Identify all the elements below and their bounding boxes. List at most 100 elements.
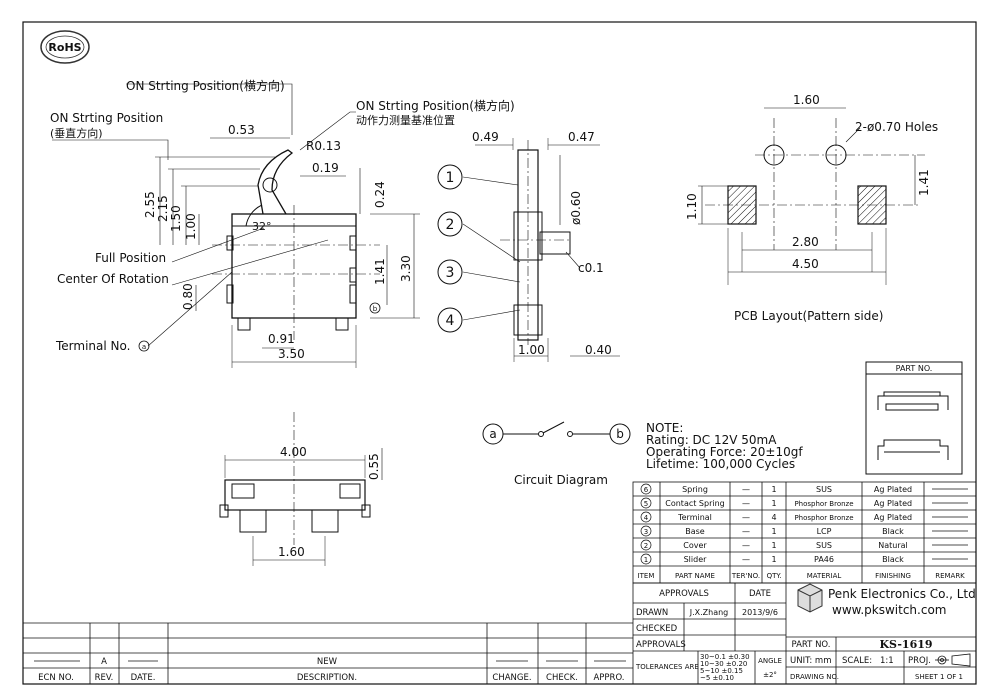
svg-text:1: 1 [771,555,776,564]
company-logo [797,583,823,613]
dim-049: 0.49 [472,130,499,144]
svg-text:—: — [742,513,750,522]
dim-060: ø0.60 [569,191,583,225]
tb-tolerances-label: TOLERANCES ARE [635,663,699,671]
title-block-grid [632,582,977,685]
svg-text:1: 1 [771,527,776,536]
tb-drawing-no-label: DRAWING NO. [790,673,839,681]
svg-text:TER'NO.: TER'NO. [731,572,760,580]
side-view-dims: ON Strting Position(横方向) ON Strting Posi… [50,78,515,361]
tb-part-no: KS-1619 [879,638,932,651]
dim-100-front: 1.00 [518,343,545,357]
dim-pcb-110: 1.10 [685,193,699,220]
front-view-labels: 1 2 3 4 0.49 0.47 ø0.60 c0.1 1.00 0.40 [446,130,612,357]
pcb-caption: PCB Layout(Pattern side) [734,309,883,323]
dim-053: 0.53 [228,123,255,137]
balloon-4: 4 [446,313,455,329]
company-name: Penk Electronics Co., Ltd [828,587,976,601]
dim-080: 0.80 [181,283,195,310]
svg-text:ITEM: ITEM [638,572,655,580]
svg-text:PA46: PA46 [814,555,834,564]
tb-approvals-header: APPROVALS [659,589,709,599]
bom-row-2: 2 Cover — 1 SUS Natural [640,539,968,551]
projection-symbol-icon [935,653,971,667]
dim-141: 1.41 [373,258,387,285]
circuit-b: b [616,427,624,441]
rev-description: NEW [317,657,338,667]
balloon-3: 3 [446,265,455,281]
bom-row-3: 3 Base — 1 LCP Black [640,525,968,537]
tb-drawn-by: J.X.Zhang [689,608,729,617]
dim-pcb-280: 2.80 [792,235,819,249]
dim-215: 2.15 [156,195,170,222]
svg-text:REMARK: REMARK [935,572,965,580]
bom-row-1: 1 Slider — 1 PA46 Black [640,553,968,565]
dim-055: 0.55 [367,453,381,480]
pcb-layout [698,107,925,285]
dim-r013: R0.13 [306,139,341,153]
tb-part-no-label: PART NO. [792,640,831,650]
callout-on-pos-ref2: 动作力测量基准位置 [356,113,455,127]
company-website: www.pkswitch.com [832,603,946,617]
dim-c01: c0.1 [578,261,604,275]
bottom-view-dims: 4.00 0.55 1.60 [278,445,381,559]
side-view [52,83,420,368]
note-force: Operating Force: 20±10gf [646,445,803,459]
dim-091: 0.91 [268,332,295,346]
note-rating: Rating: DC 12V 50mA [646,433,777,447]
rev-header-description: DESCRIPTION. [297,673,357,683]
pcb-holes-label: 2-ø0.70 Holes [855,120,938,134]
tb-proj-label: PROJ. [908,656,931,666]
tb-scale-label: SCALE: [842,656,872,666]
dim-040: 0.40 [585,343,612,357]
callout-on-pos-h: ON Strting Position(横方向) [126,78,285,93]
dim-400: 4.00 [280,445,307,459]
part-no-box-title: PART NO. [896,364,933,373]
rev-header-appro: APPRO. [593,673,624,683]
svg-text:Phosphor Bronze: Phosphor Bronze [794,514,853,522]
dim-pcb-141: 1.41 [917,169,931,196]
callout-on-pos-v2: (垂直方向) [50,126,103,140]
svg-text:Contact Spring: Contact Spring [665,499,724,508]
svg-text:6: 6 [644,486,649,494]
svg-text:PART NAME: PART NAME [675,572,715,580]
svg-text:3: 3 [644,528,648,536]
dim-100: 1.00 [184,213,198,240]
sheet-border [22,21,977,685]
label-terminal-no: Terminal No. [55,339,130,353]
dim-pcb-160: 1.60 [793,93,820,107]
svg-text:Spring: Spring [682,485,708,494]
rev-header-change: CHANGE. [492,673,531,683]
circuit-caption: Circuit Diagram [514,473,608,487]
svg-text:Terminal: Terminal [677,513,712,522]
balloon-2: 2 [446,217,455,233]
svg-text:FINISHING: FINISHING [875,572,911,580]
bom-cells: 6 Spring — 1 SUS Ag Plated 5 Contact Spr… [638,483,968,580]
tb-drawn-date: 2013/9/6 [742,608,778,617]
rev-header-rev: REV. [95,673,114,683]
circuit-diagram [482,421,631,445]
dim-150: 1.50 [169,205,183,232]
callout-on-pos-v1: ON Strting Position [50,111,163,125]
svg-text:4: 4 [644,514,649,522]
tb-tol-2: 10~30 ±0.20 [700,660,747,668]
tb-checked-label: CHECKED [636,624,678,634]
dim-024: 0.24 [373,181,387,208]
tb-scale-val: 1:1 [880,656,894,666]
tb-date-header: DATE [749,589,771,599]
tb-tol-4: ~5 ±0.10 [700,674,734,682]
dim-angle: 32° [252,220,272,233]
svg-text:5: 5 [644,500,648,508]
svg-text:—: — [742,541,750,550]
dim-019: 0.19 [312,161,339,175]
bom-row-6: 6 Spring — 1 SUS Ag Plated [640,483,968,495]
svg-text:—: — [742,555,750,564]
circuit-labels: a b Circuit Diagram [489,427,623,487]
svg-text:1: 1 [771,541,776,550]
front-view [437,138,620,362]
svg-text:Base: Base [685,527,705,536]
tb-angle-label: ANGLE [758,657,782,665]
svg-text:SUS: SUS [816,485,832,494]
